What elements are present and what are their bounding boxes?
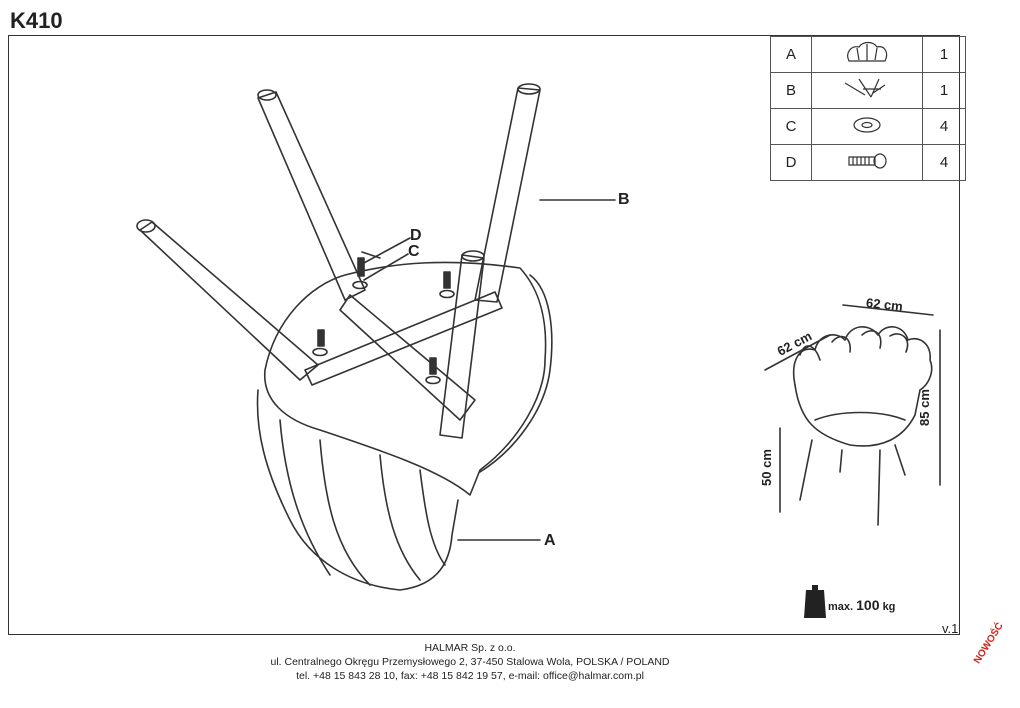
leader-d [361,237,411,265]
dim-line-depth [764,334,831,371]
leg-frame [136,83,541,439]
parts-row: C 4 [770,108,966,145]
part-letter: B [770,72,812,109]
parts-row: D 4 [770,144,966,181]
drawing-frame [8,35,960,635]
max-load-prefix: max. [828,601,854,613]
dim-height: 85 cm [916,389,932,426]
part-letter: C [770,108,812,145]
bolt-icon [811,144,923,181]
parts-row: B 1 [770,72,966,109]
part-letter: A [770,36,812,73]
callout-a: A [544,532,556,549]
part-qty: 4 [922,108,966,145]
footer-contact: tel. +48 15 843 28 10, fax: +48 15 842 1… [296,670,644,682]
footer-address: ul. Centralnego Okręgu Przemysłowego 2, … [270,656,670,668]
fasteners [312,251,455,385]
part-qty: 4 [922,144,966,181]
leg-frame-icon [811,72,923,109]
footer-company: HALMAR Sp. z o.o. [424,642,516,654]
model-title: K410 [10,8,63,33]
footer: HALMAR Sp. z o.o. ul. Centralnego Okręgu… [0,641,940,683]
max-load-unit: kg [882,601,896,613]
washer-icon [811,108,923,145]
max-load-value: 100 [856,597,880,613]
chair-elevation [793,326,933,526]
dim-seat-height: 50 cm [758,449,774,486]
version-label: v.1 [942,621,959,636]
leader-c [363,253,409,281]
dim-line-width [842,304,934,316]
part-qty: 1 [922,72,966,109]
callout-c: C [408,243,420,260]
max-load: max. 100 kg [828,597,895,613]
seat-shell-icon [811,36,923,73]
callout-d: D [410,227,422,244]
part-qty: 1 [922,36,966,73]
weight-icon [804,585,826,618]
seat-shell [256,261,553,591]
callout-b: B [618,191,630,208]
part-letter: D [770,144,812,181]
parts-table: A 1 B 1 C 4 D [770,36,966,181]
parts-row: A 1 [770,36,966,73]
